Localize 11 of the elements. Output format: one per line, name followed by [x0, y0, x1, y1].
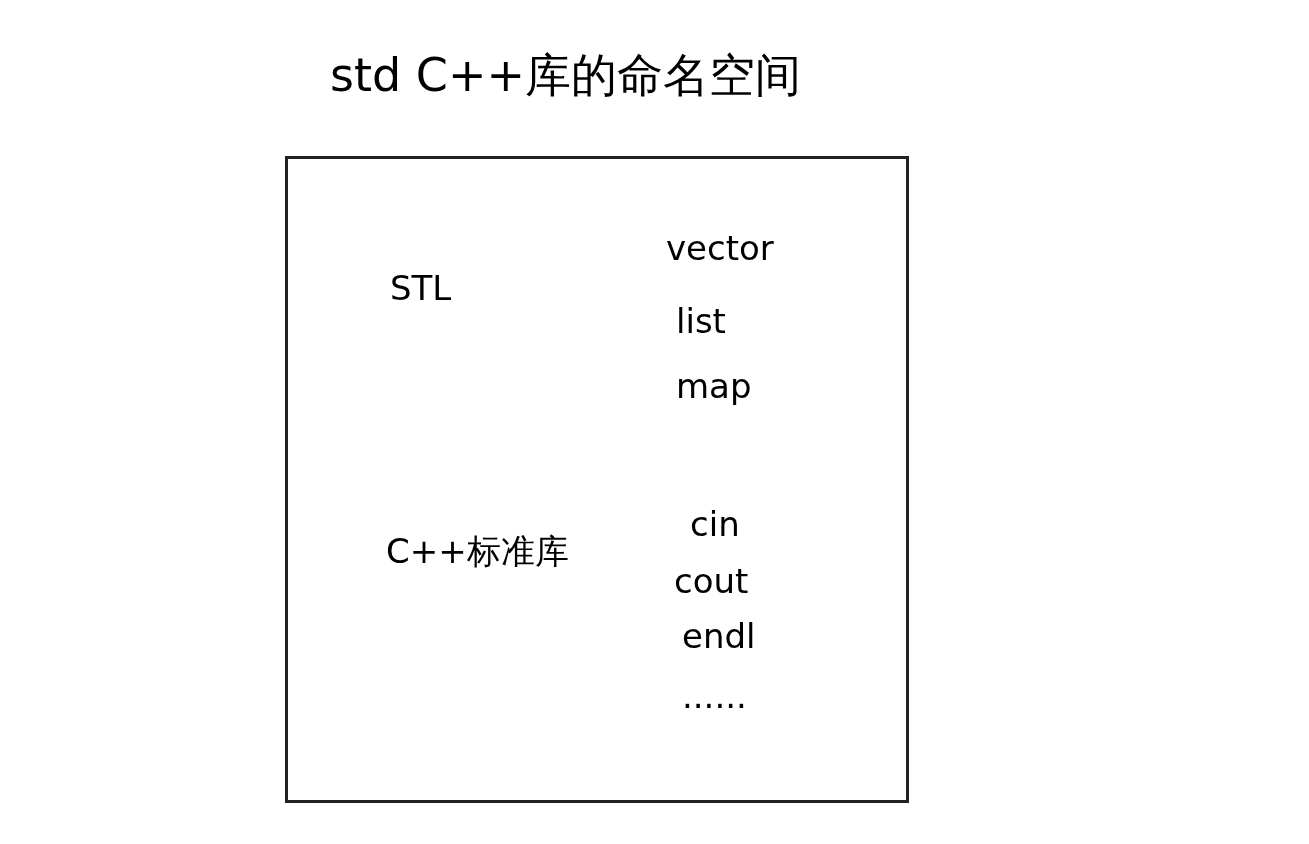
item-text: C++标准库: [386, 534, 569, 568]
namespace-box: [285, 156, 909, 803]
item-text: cout: [674, 564, 749, 598]
item-text: map: [676, 369, 752, 403]
item-text: list: [676, 304, 726, 338]
diagram-title: std C++库的命名空间: [330, 52, 802, 98]
item-text: STL: [390, 271, 452, 305]
item-text: endl: [682, 619, 756, 653]
item-text: vector: [666, 231, 774, 265]
item-text: cin: [690, 507, 740, 541]
item-text: ......: [682, 679, 747, 713]
